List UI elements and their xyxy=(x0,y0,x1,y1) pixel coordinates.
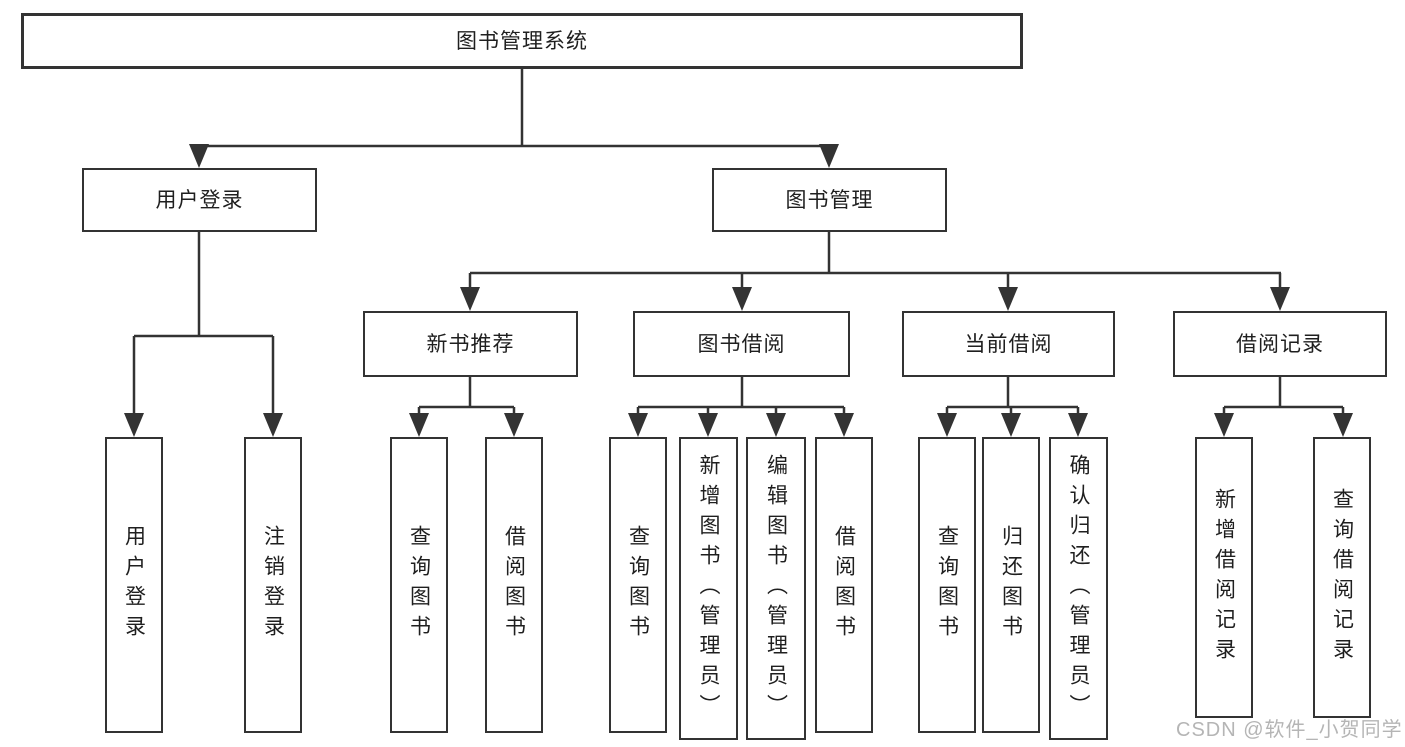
leaf-logout: 注销登录 xyxy=(244,437,302,733)
node-root-label: 图书管理系统 xyxy=(456,29,588,53)
node-current-borrowing-label: 当前借阅 xyxy=(964,332,1053,356)
leaf-borrow-books-recommend: 借阅图书 xyxy=(485,437,543,733)
leaf-return-books-label: 归还图书 xyxy=(999,525,1023,645)
leaf-logout-label: 注销登录 xyxy=(261,525,285,645)
leaf-confirm-return-admin-label: 确认归还（管理员） xyxy=(1067,453,1090,724)
leaf-add-books-admin-label: 新增图书（管理员） xyxy=(697,453,720,724)
watermark: CSDN @软件_小贺同学 xyxy=(1176,719,1403,741)
leaf-add-books-admin: 新增图书（管理员） xyxy=(679,437,738,740)
leaf-confirm-return-admin: 确认归还（管理员） xyxy=(1049,437,1108,740)
node-borrowing-records: 借阅记录 xyxy=(1173,311,1387,377)
leaf-add-borrow-record: 新增借阅记录 xyxy=(1195,437,1253,718)
node-new-book-recommendation: 新书推荐 xyxy=(363,311,578,377)
leaf-add-borrow-record-label: 新增借阅记录 xyxy=(1212,487,1236,668)
node-root: 图书管理系统 xyxy=(21,13,1023,69)
leaf-query-books-borrow-label: 查询图书 xyxy=(626,525,650,645)
node-book-management: 图书管理 xyxy=(712,168,947,232)
leaf-query-books-recommend-label: 查询图书 xyxy=(407,525,431,645)
leaf-edit-books-admin-label: 编辑图书（管理员） xyxy=(764,453,788,724)
leaf-borrow-books: 借阅图书 xyxy=(815,437,873,733)
leaf-query-borrow-record: 查询借阅记录 xyxy=(1313,437,1371,718)
leaf-borrow-books-recommend-label: 借阅图书 xyxy=(502,525,526,645)
node-book-borrowing: 图书借阅 xyxy=(633,311,850,377)
leaf-query-books-borrow: 查询图书 xyxy=(609,437,667,733)
leaf-query-books-current: 查询图书 xyxy=(918,437,976,733)
node-user-login: 用户登录 xyxy=(82,168,317,232)
leaf-user-login: 用户登录 xyxy=(105,437,163,733)
node-borrowing-records-label: 借阅记录 xyxy=(1236,332,1324,356)
leaf-edit-books-admin: 编辑图书（管理员） xyxy=(746,437,806,740)
node-book-management-label: 图书管理 xyxy=(785,188,874,212)
leaf-user-login-label: 用户登录 xyxy=(122,525,146,645)
leaf-query-borrow-record-label: 查询借阅记录 xyxy=(1330,487,1354,668)
leaf-query-books-recommend: 查询图书 xyxy=(390,437,448,733)
leaf-query-books-current-label: 查询图书 xyxy=(935,525,959,645)
leaf-return-books: 归还图书 xyxy=(982,437,1040,733)
node-book-borrowing-label: 图书借阅 xyxy=(697,332,786,356)
node-user-login-label: 用户登录 xyxy=(155,188,244,212)
node-current-borrowing: 当前借阅 xyxy=(902,311,1115,377)
node-new-book-recommendation-label: 新书推荐 xyxy=(426,332,515,356)
leaf-borrow-books-label: 借阅图书 xyxy=(832,525,856,645)
